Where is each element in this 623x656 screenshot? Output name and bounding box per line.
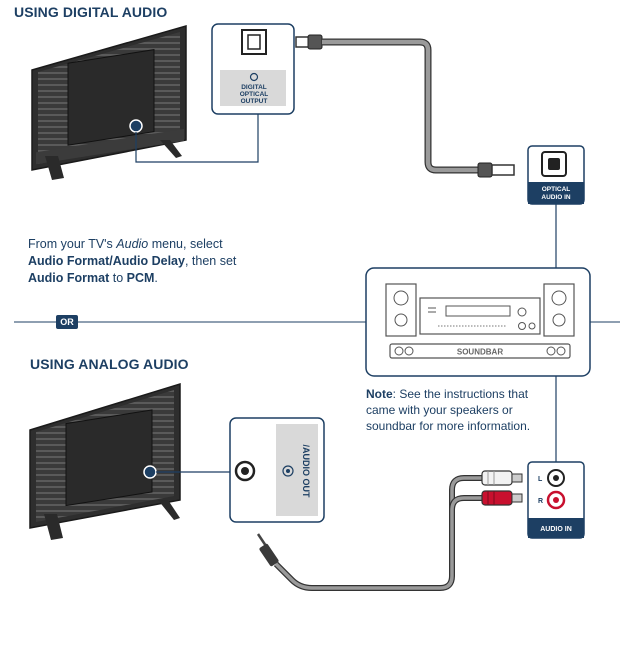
digital-optical-output-label-3: OUTPUT — [241, 98, 268, 105]
instr-audio-format-delay: Audio Format/Audio Delay — [28, 254, 185, 268]
note-body: : See the instructions that came with yo… — [366, 387, 531, 433]
optical-audio-in-port: OPTICAL AUDIO IN — [527, 145, 585, 205]
instr-part: From your TV's — [28, 237, 117, 251]
soundbar-label: SOUNDBAR — [457, 348, 503, 357]
note-text: Note: See the instructions that came wit… — [366, 386, 556, 434]
digital-optical-output-label-2: OPTICAL — [240, 91, 269, 98]
instruction-text: From your TV's Audio menu, select Audio … — [28, 236, 258, 287]
analog-cable — [256, 470, 523, 591]
digital-optical-output-callout: DIGITAL OPTICAL OUTPUT — [211, 23, 295, 115]
instr-audio-format: Audio Format — [28, 271, 110, 285]
digital-optical-output-label-1: DIGITAL — [241, 84, 267, 91]
instr-part: . — [154, 271, 158, 285]
instr-audio-menu: Audio — [116, 237, 149, 251]
analog-audio-heading: USING ANALOG AUDIO — [30, 356, 189, 372]
instr-part: menu, select — [148, 237, 223, 251]
optical-cable — [295, 34, 515, 178]
tv-back-analog — [29, 382, 181, 540]
analog-in-right-label: R — [538, 498, 543, 505]
soundbar-system: SOUNDBAR — [365, 267, 591, 377]
note-label: Note — [366, 387, 393, 401]
analog-audio-in-label: AUDIO IN — [540, 526, 572, 533]
digital-port-marker — [129, 119, 143, 133]
optical-label-1: OPTICAL — [542, 186, 571, 193]
callout-line-digital — [135, 114, 259, 163]
tv-back-digital — [31, 25, 187, 180]
audio-out-label: /AUDIO OUT — [301, 445, 311, 499]
analog-in-left-label: L — [538, 476, 543, 483]
audio-out-callout: /AUDIO OUT — [229, 417, 325, 523]
instr-part: to — [109, 271, 127, 285]
analog-audio-in-port: L R AUDIO IN — [527, 376, 585, 539]
instr-pcm: PCM — [126, 271, 155, 285]
optical-label-2: AUDIO IN — [541, 194, 571, 201]
digital-audio-heading: USING DIGITAL AUDIO — [14, 4, 168, 20]
or-badge: OR — [56, 315, 78, 329]
analog-port-marker — [143, 465, 157, 479]
instr-part: , then set — [184, 254, 237, 268]
